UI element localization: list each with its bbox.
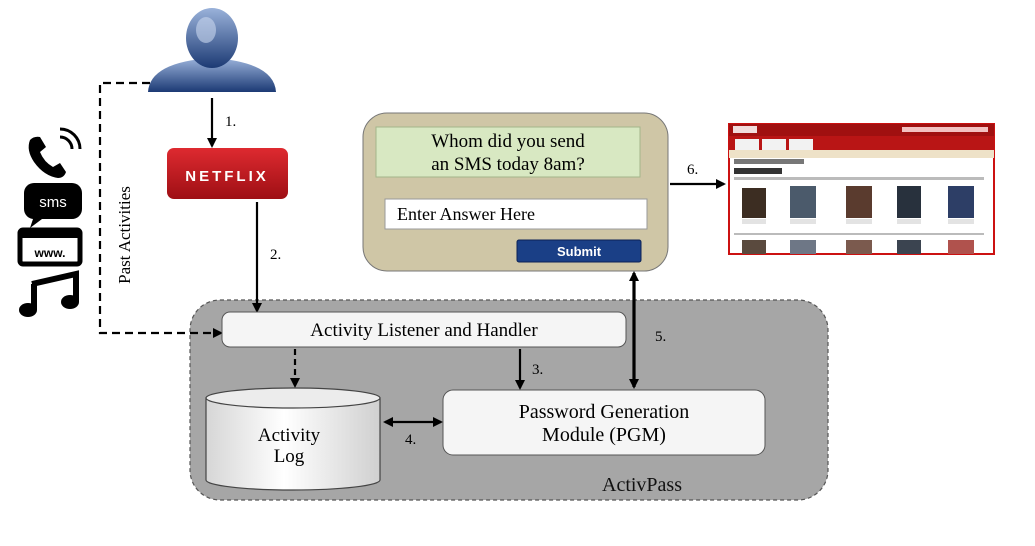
pgm-label-1: Password Generation xyxy=(519,401,690,423)
challenge-panel: Whom did you send an SMS today 8am? Ente… xyxy=(362,112,669,272)
activity-log-label-1: Activity xyxy=(258,425,321,446)
activpass-label: ActivPass xyxy=(602,474,682,496)
step-1-label: 1. xyxy=(225,114,236,130)
listener-box: Activity Listener and Handler xyxy=(221,311,627,348)
netflix-screenshot xyxy=(728,123,995,255)
answer-input-placeholder: Enter Answer Here xyxy=(397,204,535,224)
phone-icon xyxy=(28,127,82,178)
step-2-label: 2. xyxy=(270,247,281,263)
pgm-box: Password Generation Module (PGM) xyxy=(442,389,766,456)
past-activities-arrow xyxy=(98,81,223,338)
music-icon xyxy=(19,270,79,317)
sms-icon-text: sms xyxy=(39,194,67,211)
activity-log-label-2: Log xyxy=(274,446,305,467)
sms-icon: sms xyxy=(24,183,82,228)
submit-button-label: Submit xyxy=(557,244,602,259)
step-6-label: 6. xyxy=(687,162,698,178)
netflix-logo-text: NETFLIX xyxy=(185,168,269,185)
answer-input[interactable] xyxy=(384,198,648,230)
listener-label: Activity Listener and Handler xyxy=(310,320,538,341)
netflix-logo: NETFLIX xyxy=(167,148,288,199)
question-line-2: an SMS today 8am? xyxy=(431,154,585,175)
browser-icon: www. xyxy=(17,227,83,267)
question-line-1: Whom did you send xyxy=(431,131,585,152)
activity-log-cylinder: Activity Log xyxy=(205,387,381,491)
step-5-label: 5. xyxy=(655,329,666,345)
step-3-label: 3. xyxy=(532,362,543,378)
www-icon-text: www. xyxy=(34,246,66,260)
question-box xyxy=(375,126,641,178)
pgm-label-2: Module (PGM) xyxy=(542,424,666,446)
user-icon xyxy=(148,8,276,92)
submit-button[interactable]: Submit xyxy=(516,239,642,263)
step-4-label: 4. xyxy=(405,432,416,448)
past-activities-label: Past Activities xyxy=(115,186,134,284)
